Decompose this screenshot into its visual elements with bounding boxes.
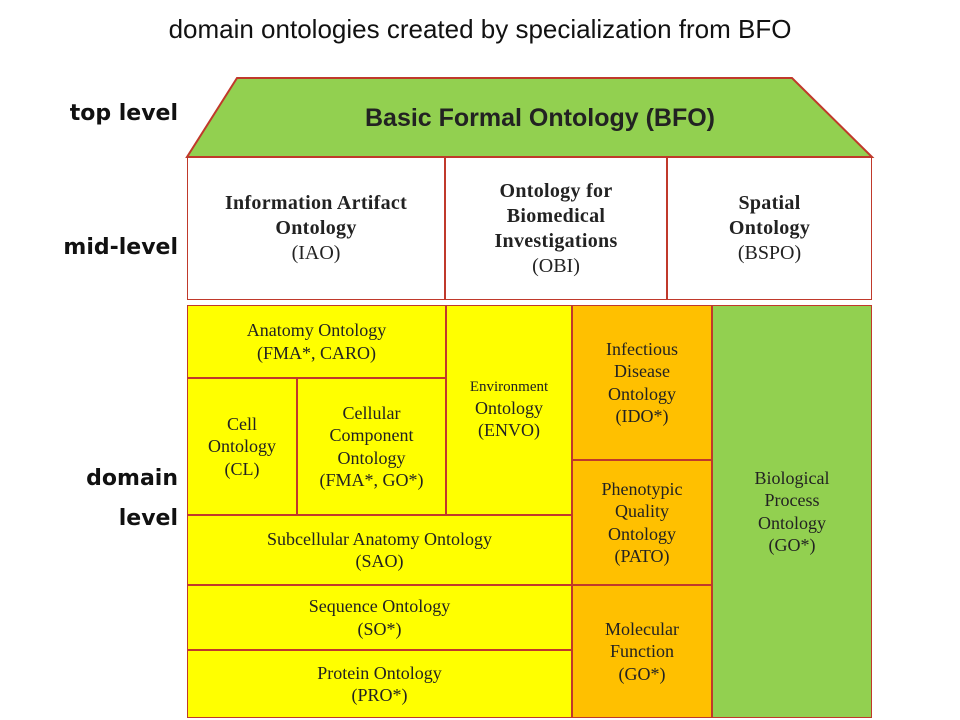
mid-ontology-iao[interactable]: Information Artifact Ontology (IAO) [187,157,445,300]
cell-name: Cell Ontology [207,413,276,457]
iao-abbr: (IAO) [291,242,341,264]
protein-abbr: (PRO*) [351,685,408,705]
domain-ontology-protein[interactable]: Protein Ontology (PRO*) [187,650,572,718]
domain-ontology-biological-process[interactable]: Biological Process Ontology (GO*) [712,305,872,718]
environment-abbr: (ENVO) [478,420,540,441]
mid-ontology-bspo[interactable]: Spatial Ontology (BSPO) [667,157,872,300]
bspo-abbr: (BSPO) [737,242,802,264]
molecular-name: Molecular Function [605,618,679,662]
molecular-abbr: (GO*) [618,663,666,684]
domain-ontology-cellular-component[interactable]: Cellular Component Ontology (FMA*, GO*) [297,378,446,515]
phenotypic-abbr: (PATO) [614,546,670,566]
cellular-name: Cellular Component Ontology [329,402,414,468]
bspo-name: Spatial Ontology [728,192,811,239]
subcellular-abbr: (SAO) [355,551,404,571]
sequence-name: Sequence Ontology [308,596,451,616]
domain-ontology-infectious-disease[interactable]: Infectious Disease Ontology (IDO*) [572,305,712,460]
domain-ontology-anatomy[interactable]: Anatomy Ontology (FMA*, CARO) [187,305,446,378]
environment-prefix: Environment [469,379,549,396]
phenotypic-name: Phenotypic Quality Ontology [601,478,683,544]
domain-ontology-molecular-function[interactable]: Molecular Function (GO*) [572,585,712,718]
domain-ontology-phenotypic-quality[interactable]: Phenotypic Quality Ontology (PATO) [572,460,712,585]
page-title: domain ontologies created by specializat… [168,14,792,44]
obi-abbr: (OBI) [532,254,580,277]
environment-name: Ontology [474,397,543,418]
cellular-abbr: (FMA*, GO*) [319,470,424,490]
mid-ontology-obi[interactable]: Ontology for Biomedical Investigations (… [445,157,667,300]
bfo-roof-shape [185,77,875,158]
domain-ontology-sequence[interactable]: Sequence Ontology (SO*) [187,585,572,650]
subcellular-name: Subcellular Anatomy Ontology [267,528,492,549]
mid-level-label: mid-level [63,235,178,260]
protein-name: Protein Ontology [317,662,442,683]
cell-abbr: (CL) [224,458,260,479]
biological-name: Biological Process Ontology [754,467,830,533]
anatomy-abbr: (FMA*, CARO) [256,342,376,363]
infectious-abbr: (IDO*) [615,406,669,426]
infectious-name: Infectious Disease Ontology [606,338,678,404]
bfo-roof-label[interactable]: Basic Formal Ontology (BFO) [364,104,716,132]
biological-abbr: (GO*) [768,535,816,555]
domain-ontology-environment[interactable]: Environment Ontology (ENVO) [446,305,572,515]
sequence-abbr: (SO*) [357,618,402,639]
anatomy-name: Anatomy Ontology [246,320,387,340]
domain-level-label-line1: domain [86,466,178,491]
domain-level-label-line2: level [118,506,178,531]
obi-name: Ontology for Biomedical Investigations [494,179,618,252]
domain-ontology-subcellular-anatomy[interactable]: Subcellular Anatomy Ontology (SAO) [187,515,572,585]
iao-name: Information Artifact Ontology [224,192,408,239]
domain-ontology-cell[interactable]: Cell Ontology (CL) [187,378,297,515]
top-level-label: top level [69,101,178,126]
